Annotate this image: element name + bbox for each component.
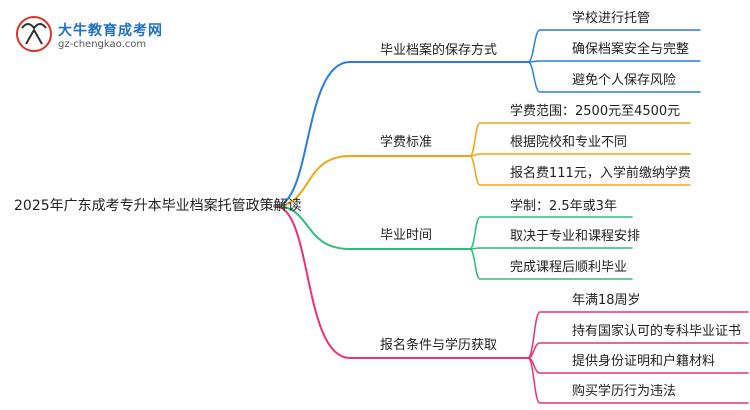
leaf-connector-2-2 xyxy=(469,248,633,280)
leaf-archive-1: 学校进行托管 xyxy=(572,11,651,26)
logo: 大牛教育成考网 gz-chengkao.com xyxy=(14,14,164,54)
leaf-connector-1-1 xyxy=(469,153,691,157)
logo-title: 大牛教育成考网 xyxy=(58,23,163,39)
branch-label-graduation: 毕业时间 xyxy=(380,228,433,243)
branch-connector-2 xyxy=(274,205,471,250)
branch-connector-1 xyxy=(274,155,471,207)
leaf-tuition-3: 报名费111元，入学前缴纳学费 xyxy=(510,166,691,181)
leaf-enrollment-2: 持有国家认可的专科毕业证书 xyxy=(572,324,742,339)
leaf-archive-2: 确保档案安全与完整 xyxy=(572,42,690,57)
branch-label-tuition: 学费标准 xyxy=(380,135,433,150)
leaf-graduation-2: 取决于专业和课程安排 xyxy=(510,229,641,244)
root-topic: 2025年广东成考专升本毕业档案托管政策解读 xyxy=(14,198,302,214)
branch-connector-0 xyxy=(274,61,529,207)
leaf-enrollment-3: 提供身份证明和户籍材料 xyxy=(572,354,716,369)
leaf-connector-3-0 xyxy=(527,311,749,359)
leaf-connector-0-1 xyxy=(527,60,701,63)
bull-logo-icon xyxy=(16,16,52,52)
root-node-dot xyxy=(273,204,277,208)
leaf-connector-2-0 xyxy=(469,216,633,250)
leaf-connector-3-1 xyxy=(527,342,749,359)
leaf-tuition-1: 学费范围：2500元至4500元 xyxy=(510,104,681,119)
leaf-connector-0-2 xyxy=(527,61,701,93)
branch-connector-3 xyxy=(274,205,529,359)
leaf-connector-2-1 xyxy=(469,247,633,250)
leaf-tuition-2: 根据院校和专业不同 xyxy=(510,135,628,150)
branch-label-enrollment: 报名条件与学历获取 xyxy=(380,338,498,353)
leaf-archive-3: 避免个人保存风险 xyxy=(572,73,677,88)
leaf-connector-0-0 xyxy=(527,29,701,63)
leaf-enrollment-4: 购买学历行为违法 xyxy=(572,384,677,399)
leaf-graduation-3: 完成课程后顺利毕业 xyxy=(510,260,628,275)
branch-label-archive: 毕业档案的保存方式 xyxy=(380,43,498,58)
leaf-connector-3-3 xyxy=(527,357,749,404)
leaf-connector-1-2 xyxy=(469,155,691,186)
leaf-graduation-1: 学制：2.5年或3年 xyxy=(510,199,617,214)
logo-url: gz-chengkao.com xyxy=(58,39,147,50)
leaf-enrollment-1: 年满18周岁 xyxy=(572,293,641,308)
leaf-connector-1-0 xyxy=(469,122,691,157)
